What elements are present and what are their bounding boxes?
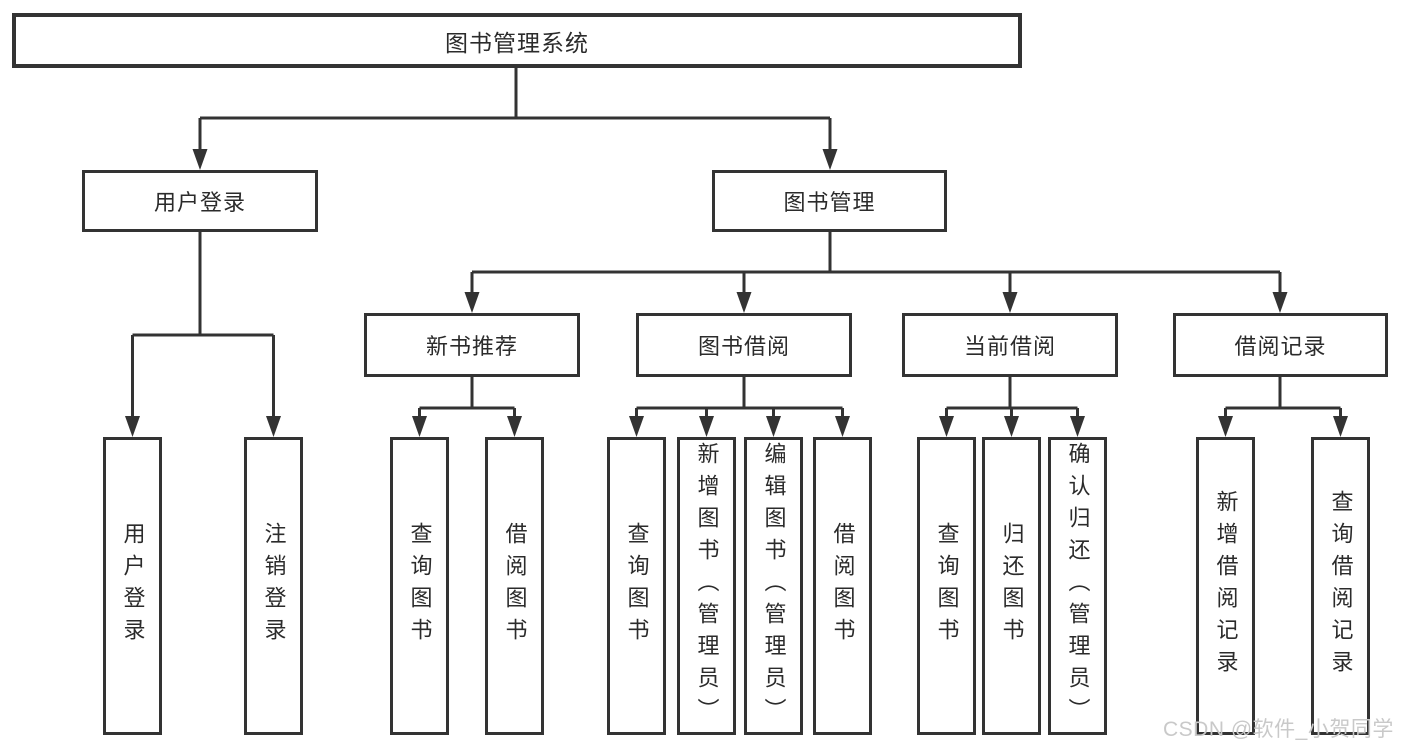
leaf-borrow-books: 借阅图书 [813,437,872,735]
leaf-query-books-current: 查询图书 [917,437,976,735]
leaf-confirm-return-admin: 确认归还（管理员） [1048,437,1107,735]
node-new-book-recommend: 新书推荐 [364,313,580,377]
node-book-borrow: 图书借阅 [636,313,852,377]
leaf-query-borrow-record: 查询借阅记录 [1311,437,1370,735]
node-library-management-system: 图书管理系统 [12,13,1022,68]
node-borrow-records: 借阅记录 [1173,313,1388,377]
leaf-borrow-books-recommend: 借阅图书 [485,437,544,735]
leaf-return-books: 归还图书 [982,437,1041,735]
leaf-query-books-recommend: 查询图书 [390,437,449,735]
leaf-query-books-borrow: 查询图书 [607,437,666,735]
csdn-watermark: CSDN @软件_小贺同学 [1163,718,1394,741]
node-current-borrow: 当前借阅 [902,313,1118,377]
node-user-login: 用户登录 [82,170,318,232]
leaf-add-books-admin: 新增图书（管理员） [677,437,736,735]
leaf-add-borrow-record: 新增借阅记录 [1196,437,1255,735]
node-book-management: 图书管理 [712,170,947,232]
leaf-logout: 注销登录 [244,437,303,735]
leaf-edit-books-admin: 编辑图书（管理员） [744,437,803,735]
leaf-user-login: 用户登录 [103,437,162,735]
